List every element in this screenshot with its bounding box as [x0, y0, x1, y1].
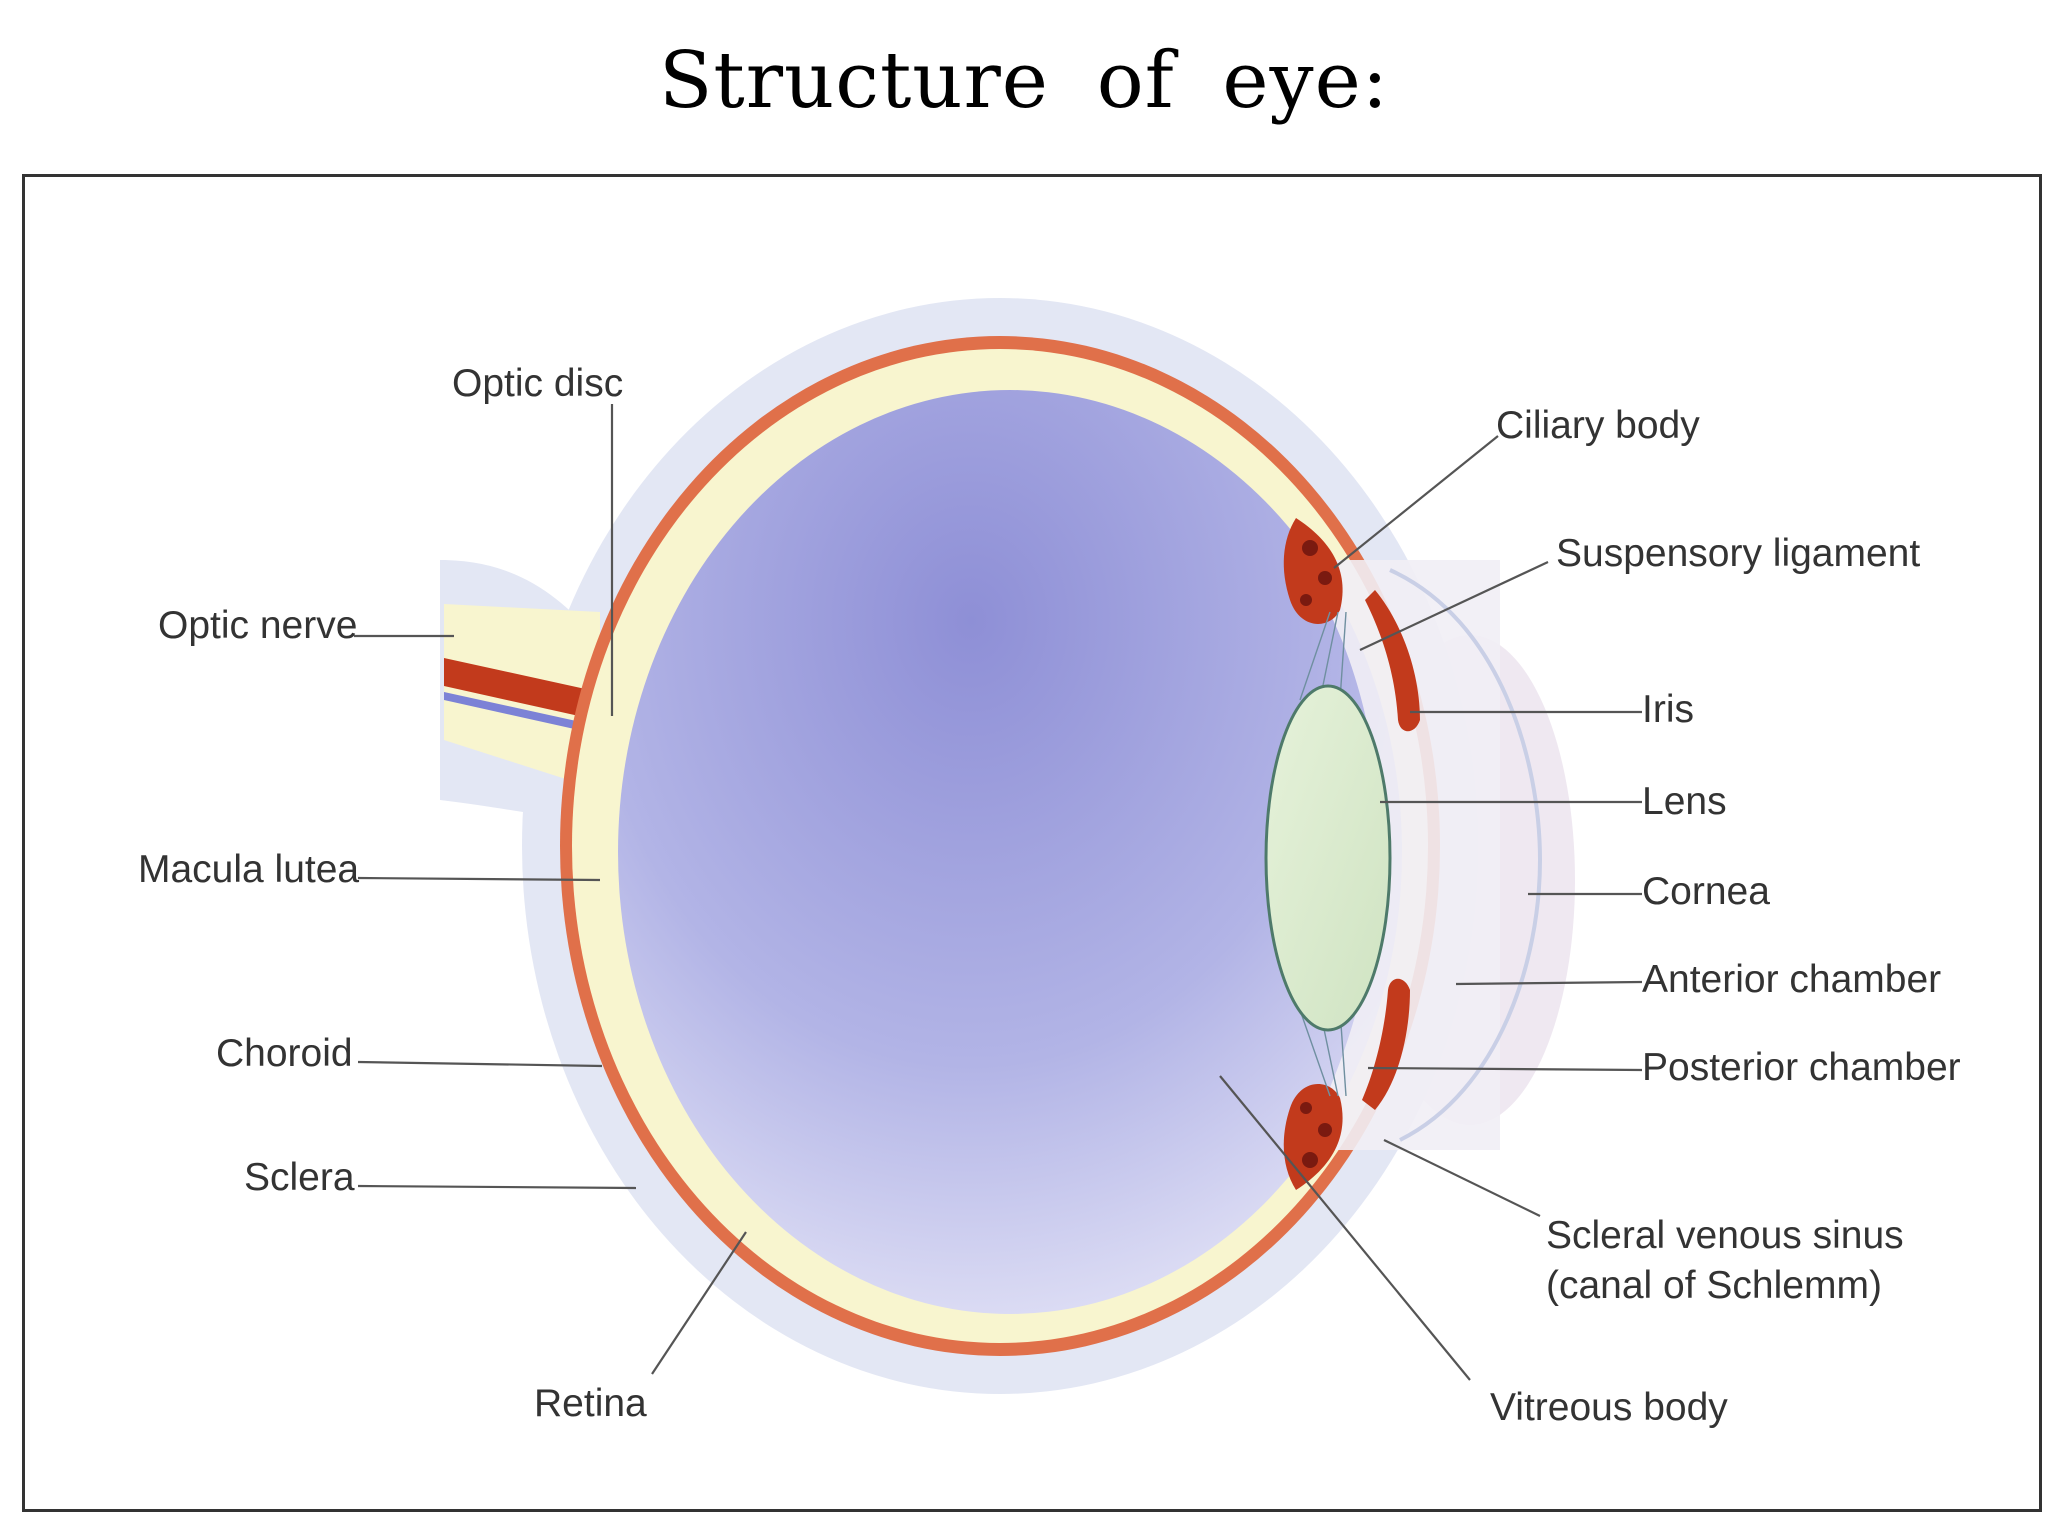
label-anterior-chamber: Anterior chamber	[1642, 958, 1941, 1001]
label-sclera: Sclera	[244, 1156, 355, 1199]
label-optic-disc: Optic disc	[452, 362, 623, 405]
label-iris: Iris	[1642, 688, 1694, 731]
leader-lines	[354, 404, 1643, 1381]
label-lens: Lens	[1642, 780, 1727, 823]
ciliary-body-top	[1283, 518, 1343, 624]
label-macula-lutea: Macula lutea	[138, 848, 359, 891]
suspensory-ligament-fibers	[1299, 611, 1347, 1097]
label-retina: Retina	[534, 1382, 647, 1425]
front-opening	[1300, 560, 1500, 1150]
iris-bottom	[1362, 978, 1410, 1110]
optic-nerve-shape	[444, 604, 600, 790]
vitreous-body-shape	[618, 390, 1402, 1314]
label-optic-nerve: Optic nerve	[158, 604, 357, 647]
label-canal-of-schlemm: (canal of Schlemm)	[1546, 1264, 1882, 1307]
label-cornea: Cornea	[1642, 870, 1770, 913]
label-scleral-venous-sinus: Scleral venous sinus	[1546, 1214, 1904, 1257]
page-title: Structure of eye:	[658, 36, 1390, 126]
label-choroid: Choroid	[216, 1032, 353, 1075]
iris-top	[1365, 590, 1420, 732]
label-ciliary-body: Ciliary body	[1496, 404, 1700, 447]
label-posterior-chamber: Posterior chamber	[1642, 1046, 1961, 1089]
ciliary-body-bottom	[1283, 1084, 1343, 1190]
lens-shape	[1264, 684, 1392, 1032]
label-suspensory-ligament: Suspensory ligament	[1556, 532, 1920, 575]
label-vitreous-body: Vitreous body	[1490, 1386, 1728, 1429]
